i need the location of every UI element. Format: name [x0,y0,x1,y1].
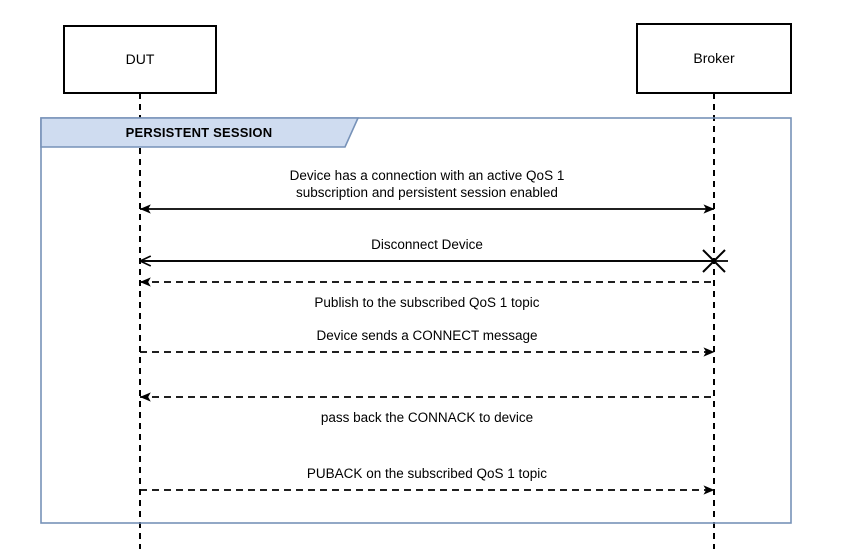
fragment-border [40,117,792,524]
message-label-m6: PUBACK on the subscribed QoS 1 topic [307,466,547,481]
messages-group: Device has a connection with an active Q… [140,168,728,495]
message-label-m3: Publish to the subscribed QoS 1 topic [314,295,539,310]
participant-label-broker: Broker [693,50,735,66]
participant-box-dut[interactable] [63,25,217,94]
message-label-m2: Disconnect Device [371,237,483,252]
lifelines-group [139,93,715,549]
message-label-m5: pass back the CONNACK to device [321,410,533,425]
fragment-label: PERSISTENT SESSION [126,125,273,140]
combined-fragment-frame: PERSISTENT SESSION [40,117,792,524]
message-label-m1: subscription and persistent session enab… [296,185,558,200]
destroy-marker-m2 [702,249,726,273]
fragment-tab [40,117,360,148]
participant-label-dut: DUT [126,51,155,67]
message-label-m1: Device has a connection with an active Q… [290,168,565,183]
message-label-m4: Device sends a CONNECT message [316,328,537,343]
participant-box-broker[interactable] [636,23,792,94]
participants-group: DUT Broker [63,23,792,94]
